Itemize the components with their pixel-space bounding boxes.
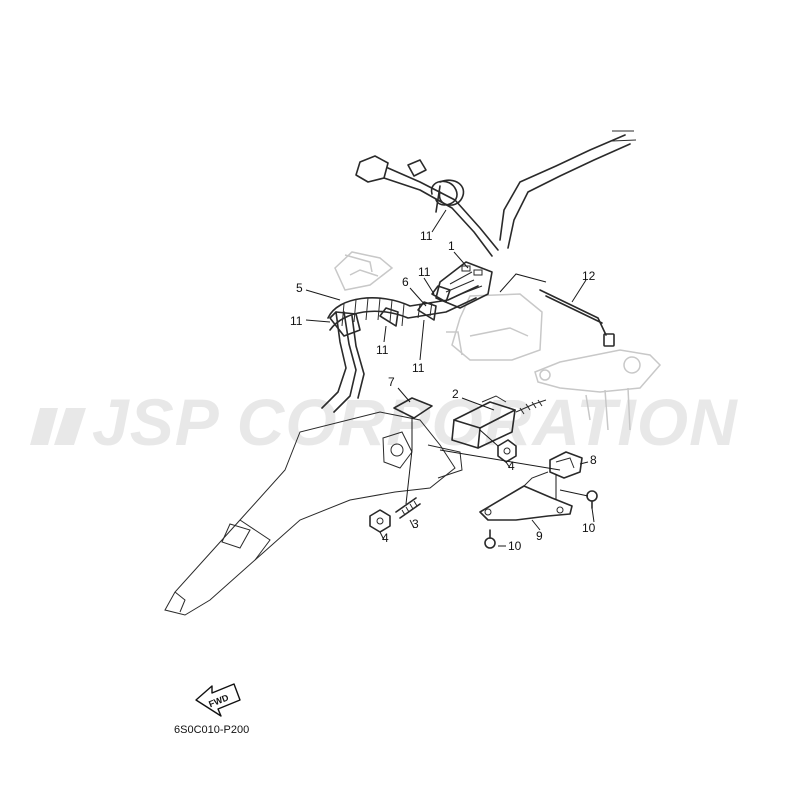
callout-1: 1	[448, 239, 455, 253]
fwd-arrow-icon: FWD	[195, 683, 241, 717]
callout-2: 2	[452, 387, 459, 401]
callout-6: 6	[402, 275, 409, 289]
callout-11-lower: 11	[412, 361, 425, 375]
callout-leaders	[305, 209, 595, 547]
callout-5: 5	[296, 281, 303, 295]
part-11-band-mid-1	[379, 307, 399, 327]
callout-11-mid-1: 11	[376, 343, 389, 357]
callout-10-lower: 10	[508, 539, 522, 553]
part-3-stud-bolt	[395, 497, 421, 519]
part-8-clip	[549, 451, 583, 479]
part-11-band-right	[431, 285, 451, 303]
part-4-nut-lower	[369, 509, 391, 533]
steering-arm	[164, 411, 463, 616]
callout-4-lower: 4	[382, 531, 389, 545]
part-10-screw-lower	[484, 529, 496, 549]
part-11-band-left	[329, 311, 361, 337]
callout-7: 7	[388, 375, 395, 389]
callout-11-upper: 11	[420, 229, 433, 243]
part-11-band-upper	[430, 180, 458, 206]
watermark-logo: JSP CORPORATION	[30, 385, 738, 459]
part-10-screw-right	[586, 490, 598, 509]
callout-12: 12	[582, 269, 596, 283]
callout-labels: 1 2 3 4 4 5 6 7 8 9 10 10 11 11 11 11 11…	[290, 229, 597, 553]
alignment-lines	[405, 273, 589, 505]
part-4-nut-upper	[497, 439, 517, 463]
callout-8: 8	[590, 453, 597, 467]
part-7-pad	[393, 397, 433, 419]
part-11-band-mid-2	[417, 301, 437, 321]
callout-10-right: 10	[582, 521, 596, 535]
diagram-code: 6S0C010-P200	[174, 724, 249, 736]
callout-4-upper: 4	[508, 459, 515, 473]
part-2-block	[451, 395, 547, 449]
callout-9: 9	[536, 529, 543, 543]
watermark-text: JSP CORPORATION	[92, 385, 738, 459]
part-9-bracket	[479, 471, 573, 521]
part-12-clamp-rod	[539, 289, 615, 347]
callout-11-mid-2: 11	[418, 265, 431, 279]
callout-3: 3	[412, 517, 419, 531]
corrugated-tube	[327, 285, 479, 331]
callout-11-left: 11	[290, 314, 303, 328]
